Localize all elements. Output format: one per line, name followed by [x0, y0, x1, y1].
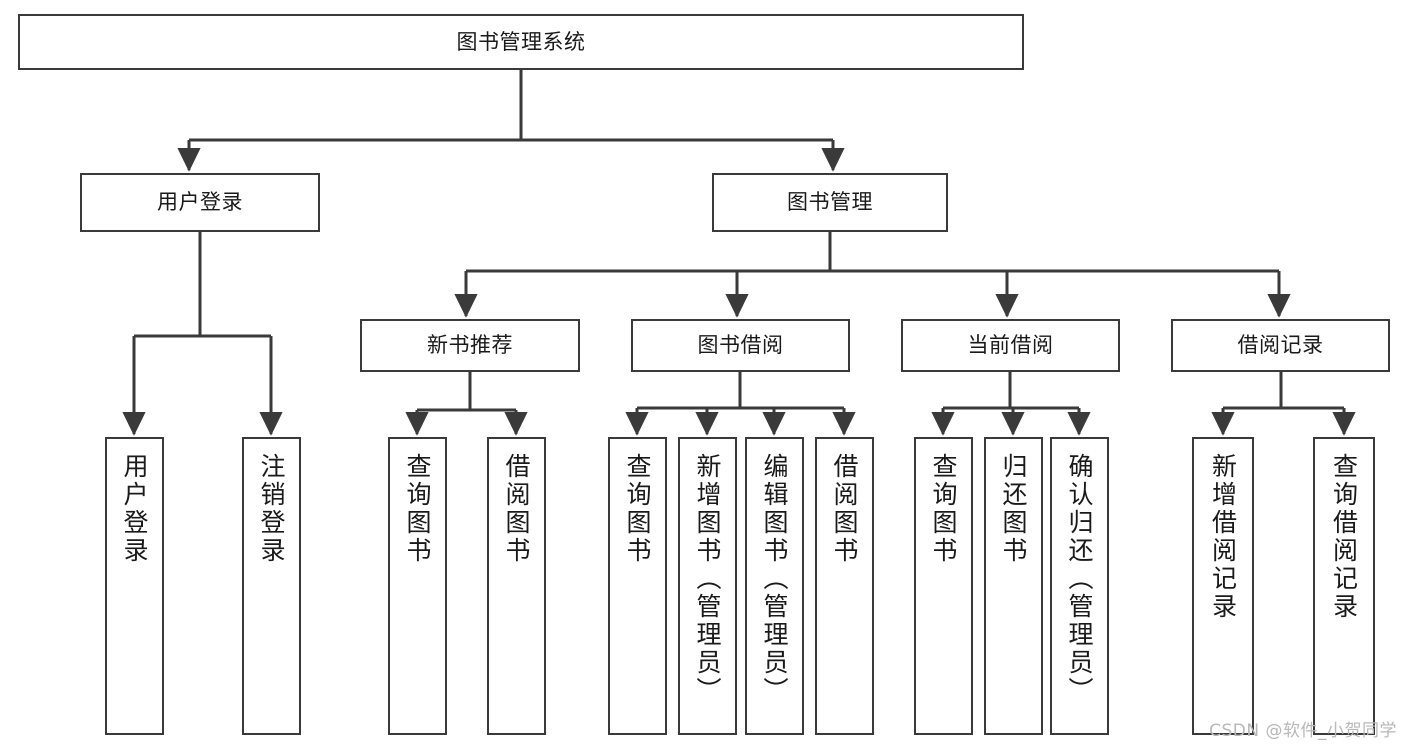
node-leaf-user-login[interactable]: 用户登录 [105, 437, 164, 735]
node-leaf-edit-book-label: 编辑图书（管理员） [760, 453, 789, 705]
node-leaf-add-book[interactable]: 新增图书（管理员） [678, 437, 737, 735]
node-leaf-query-book-1[interactable]: 查询图书 [388, 437, 447, 735]
node-book-manage[interactable]: 图书管理 [712, 173, 948, 232]
node-leaf-add-record-label: 新增借阅记录 [1208, 453, 1238, 621]
node-user-login[interactable]: 用户登录 [80, 173, 320, 232]
node-leaf-add-record[interactable]: 新增借阅记录 [1192, 437, 1254, 735]
node-leaf-query-book-2[interactable]: 查询图书 [608, 437, 667, 735]
node-leaf-confirm-return[interactable]: 确认归还（管理员） [1050, 437, 1109, 735]
node-book-borrow-label: 图书借阅 [697, 333, 784, 358]
node-borrow-record[interactable]: 借阅记录 [1171, 319, 1390, 372]
node-root-label: 图书管理系统 [456, 29, 586, 54]
node-leaf-borrow-book-1[interactable]: 借阅图书 [487, 437, 546, 735]
node-leaf-query-book-3[interactable]: 查询图书 [914, 437, 973, 735]
node-leaf-borrow-book-2[interactable]: 借阅图书 [815, 437, 874, 735]
node-leaf-borrow-book-1-label: 借阅图书 [502, 453, 531, 565]
node-leaf-query-book-2-label: 查询图书 [623, 453, 652, 565]
node-leaf-return-book[interactable]: 归还图书 [984, 437, 1043, 735]
node-leaf-add-book-label: 新增图书（管理员） [693, 453, 722, 705]
node-current-borrow[interactable]: 当前借阅 [901, 319, 1120, 372]
node-book-manage-label: 图书管理 [787, 190, 873, 215]
node-leaf-user-logout-label: 注销登录 [257, 453, 286, 565]
node-book-borrow[interactable]: 图书借阅 [631, 319, 850, 372]
node-leaf-confirm-return-label: 确认归还（管理员） [1065, 453, 1094, 705]
node-leaf-query-book-1-label: 查询图书 [403, 453, 432, 565]
node-new-book-rec-label: 新书推荐 [427, 333, 513, 358]
node-leaf-query-record-label: 查询借阅记录 [1329, 453, 1359, 621]
node-leaf-user-logout[interactable]: 注销登录 [242, 437, 301, 735]
node-new-book-rec[interactable]: 新书推荐 [360, 319, 580, 372]
node-user-login-label: 用户登录 [157, 190, 243, 215]
node-leaf-borrow-book-2-label: 借阅图书 [830, 453, 859, 565]
node-leaf-edit-book[interactable]: 编辑图书（管理员） [745, 437, 804, 735]
node-borrow-record-label: 借阅记录 [1237, 333, 1324, 358]
node-leaf-query-record[interactable]: 查询借阅记录 [1313, 437, 1375, 735]
node-root[interactable]: 图书管理系统 [18, 14, 1024, 70]
node-leaf-user-login-label: 用户登录 [120, 453, 149, 565]
node-leaf-return-book-label: 归还图书 [999, 453, 1028, 565]
node-leaf-query-book-3-label: 查询图书 [929, 453, 958, 565]
node-current-borrow-label: 当前借阅 [967, 333, 1054, 358]
